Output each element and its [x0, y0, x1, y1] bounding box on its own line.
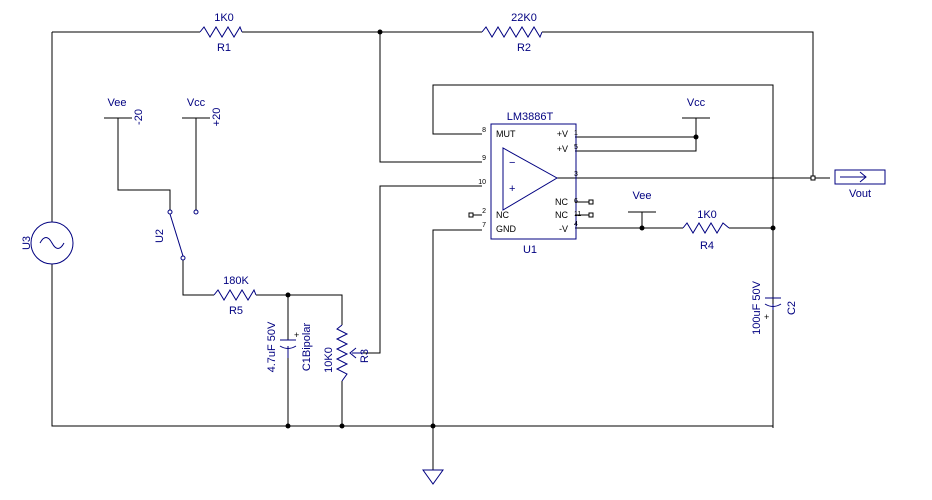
vcc-left-value: +20	[211, 108, 223, 127]
r1-value: 1K0	[214, 12, 234, 24]
pin-label-pv2: +V	[557, 144, 568, 154]
ac-source-u3[interactable]: U3	[21, 221, 74, 265]
r5-value: 180K	[223, 275, 249, 287]
pin-label-mut: MUT	[496, 129, 516, 139]
resistor-r4[interactable]: 1K0 R4	[682, 209, 730, 252]
pin-label-pv1: +V	[557, 129, 568, 139]
c2-value: 100uF 50V	[751, 280, 763, 334]
pin-9: 9	[482, 155, 486, 162]
opamp-plus: +	[509, 183, 515, 195]
r4-ref: R4	[700, 240, 714, 252]
capacitor-c1[interactable]: + 4.7uF 50V C1Bipolar	[266, 321, 313, 372]
c1-value: 4.7uF 50V	[266, 321, 278, 372]
pin-5: 5	[574, 144, 578, 151]
r5-ref: R5	[229, 305, 243, 317]
resistor-r2[interactable]: 22K0 R2	[481, 12, 543, 54]
u3-ref: U3	[21, 236, 33, 250]
nc-terminal-pin11	[588, 212, 594, 218]
u1-ref: U1	[523, 244, 537, 256]
vout-label: Vout	[849, 188, 871, 200]
r2-value: 22K0	[511, 12, 537, 24]
vcc-left-name: Vcc	[187, 97, 206, 109]
output-connector-vout[interactable]: Vout	[810, 169, 886, 200]
switch-u2[interactable]: U2	[154, 209, 199, 261]
vout-terminal	[810, 175, 816, 181]
resistor-r1[interactable]: 1K0 R1	[199, 12, 243, 54]
pin-8: 8	[482, 127, 486, 134]
pin-label-nc-left: NC	[496, 210, 509, 220]
supply-vcc-left: Vcc +20	[187, 97, 223, 126]
pin-3: 3	[574, 171, 578, 178]
r2-ref: R2	[517, 42, 531, 54]
c1-plus-sign: +	[294, 330, 299, 340]
c2-plus-sign: +	[764, 312, 769, 322]
r1-ref: R1	[217, 42, 231, 54]
junction-dots	[285, 29, 776, 429]
ground-symbol	[422, 469, 444, 485]
pin-label-nc-r1: NC	[555, 197, 568, 207]
pin-2: 2	[482, 208, 486, 215]
opamp-minus: −	[509, 157, 515, 169]
c2-ref: C2	[786, 301, 798, 315]
wires	[51, 31, 830, 470]
u1-part: LM3886T	[507, 111, 554, 123]
nc-terminal-pin6	[588, 199, 594, 205]
nc-terminal-pin2	[468, 212, 474, 218]
vee-left-value: -20	[133, 109, 145, 125]
capacitor-c2[interactable]: + 100uF 50V C2	[751, 280, 798, 334]
u2-ref: U2	[154, 229, 166, 243]
c1-ref: C1Bipolar	[301, 323, 313, 372]
ic-u1[interactable]: LM3886T U1 − + MUT NC GND +V +V NC NC -V…	[468, 111, 594, 256]
supply-vee-left: Vee -20	[108, 97, 145, 125]
r4-value: 1K0	[697, 209, 717, 221]
vee-left-name: Vee	[108, 97, 127, 109]
pin-label-nc-r2: NC	[555, 210, 568, 220]
pin-label-nv: -V	[559, 224, 568, 234]
vee-right-name: Vee	[633, 190, 652, 202]
pin-1: 1	[574, 130, 578, 137]
supply-vee-right: Vee	[633, 190, 652, 202]
resistor-r5[interactable]: 180K R5	[213, 275, 257, 317]
pin-4: 4	[574, 221, 578, 228]
vcc-right-name: Vcc	[687, 97, 706, 109]
supply-vcc-right: Vcc	[687, 97, 706, 109]
r3-ref: R3	[359, 349, 371, 363]
pin-10: 10	[478, 179, 486, 186]
pin-label-gnd: GND	[496, 224, 517, 234]
potentiometer-r3[interactable]: 10K0 R3	[323, 324, 371, 382]
pin-7: 7	[482, 222, 486, 229]
r3-value: 10K0	[323, 347, 335, 373]
